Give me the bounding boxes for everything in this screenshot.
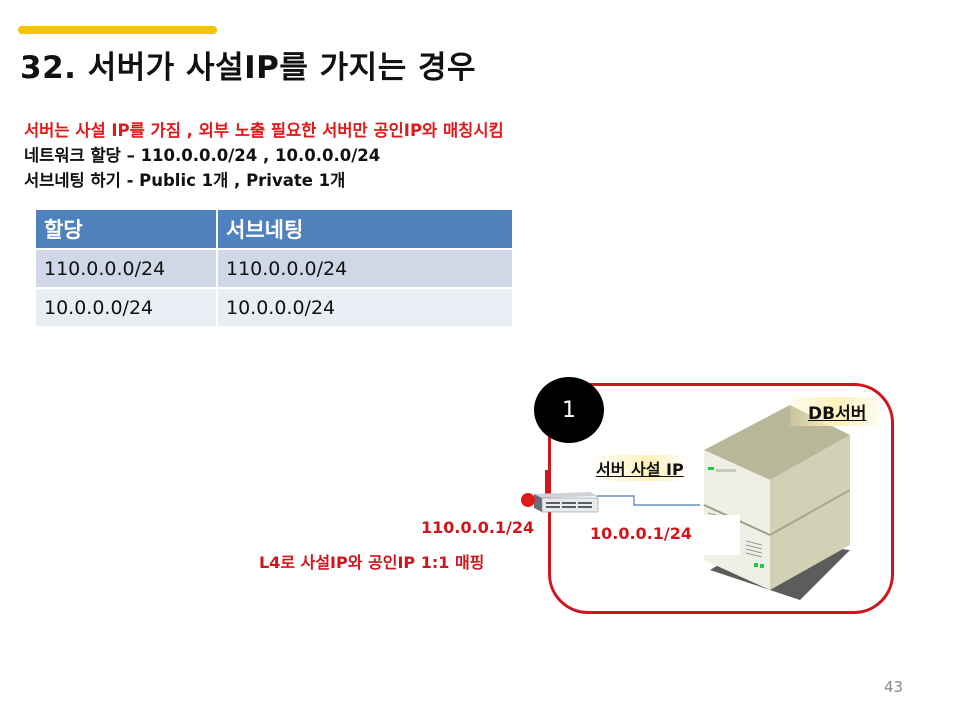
bullet-private-ip: 서버는 사설 IP를 가짐 , 외부 노출 필요한 서버만 공인IP와 매칭시킴: [24, 121, 504, 140]
label-mask: [700, 515, 740, 555]
table-row: 10.0.0.0/24 10.0.0.0/24: [36, 289, 512, 326]
slide-title: 32. 서버가 사설IP를 가지는 경우: [20, 50, 477, 86]
allocation-table: 할당 서브네팅 110.0.0.0/24 110.0.0.0/24 10.0.0…: [34, 208, 514, 328]
l4-public-ip: 110.0.0.1/24: [421, 518, 535, 537]
uplink-line: [545, 470, 548, 498]
table-row: 110.0.0.0/24 110.0.0.0/24: [36, 250, 512, 287]
cell-allocation: 10.0.0.0/24: [36, 289, 216, 326]
l4-switch-icon: [520, 488, 600, 514]
bullet-network-allocation: 네트워크 할당 – 110.0.0.0/24 , 10.0.0.0/24: [24, 146, 381, 165]
mapping-note: L4로 사설IP와 공인IP 1:1 매핑: [259, 553, 485, 572]
cell-subnetting: 110.0.0.0/24: [218, 250, 512, 287]
header-subnetting: 서브네팅: [218, 210, 512, 248]
db-server-label: DB서버: [790, 397, 881, 426]
table-header-row: 할당 서브네팅: [36, 210, 512, 248]
l4-private-ip: 10.0.0.1/24: [590, 524, 693, 543]
server-private-ip-label: 서버 사설 IP: [592, 455, 688, 481]
title-accent-bar: [18, 26, 217, 34]
bullet-list: 서버는 사설 IP를 가짐 , 외부 노출 필요한 서버만 공인IP와 매칭시킴…: [24, 118, 504, 193]
page-number: 43: [884, 678, 904, 696]
bullet-subnetting: 서브네팅 하기 - Public 1개 , Private 1개: [24, 171, 346, 190]
cell-allocation: 110.0.0.0/24: [36, 250, 216, 287]
header-allocation: 할당: [36, 210, 216, 248]
cell-subnetting: 10.0.0.0/24: [218, 289, 512, 326]
step-badge: 1: [534, 377, 604, 443]
